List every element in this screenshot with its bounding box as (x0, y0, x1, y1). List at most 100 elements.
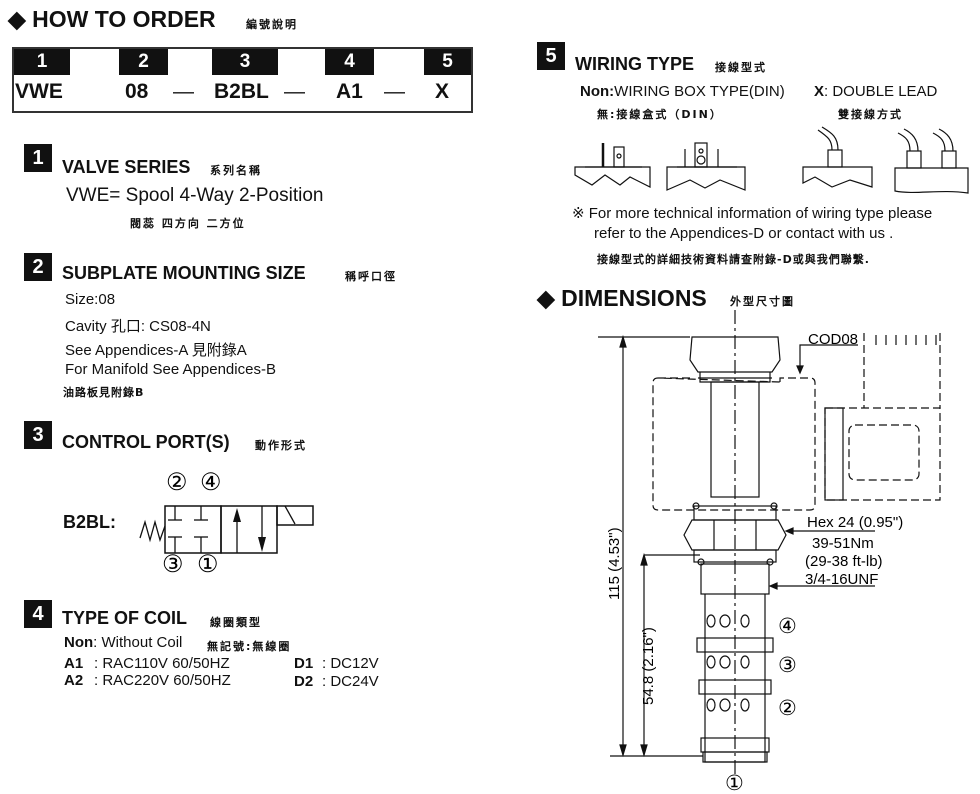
coil-spec: : DC12V (322, 655, 379, 672)
order-blank (374, 48, 424, 75)
torque-ftlb-label: (29-38 ft-lb) (805, 553, 883, 570)
coil-non-text: : Without Coil (93, 634, 183, 651)
subplate-title: SUBPLATE MOUNTING SIZE (62, 263, 306, 283)
order-col-1: 1 (13, 48, 70, 75)
port-label-2: ② (166, 469, 188, 496)
coil-a1: A1 : RAC110V 60/50HZ (64, 655, 230, 672)
wiring-x: X: DOUBLE LEAD (814, 83, 937, 100)
order-value-2: 08 (125, 80, 149, 103)
valve-position-open (220, 505, 278, 554)
coil-non: Non: Without Coil (64, 634, 182, 651)
order-value-5: X (435, 80, 450, 103)
order-value-4: A1 (336, 80, 363, 103)
subplate-manifold: For Manifold See Appendices-B (65, 361, 276, 378)
coil-spec: : RAC110V 60/50HZ (94, 655, 230, 672)
coil-a2: A2 : RAC220V 60/50HZ (64, 672, 231, 689)
section-badge: 4 (24, 600, 52, 628)
din-connector-1 (574, 143, 651, 188)
how-to-order-title-zh: 編號說明 (246, 18, 298, 31)
order-col-3: 3 (212, 48, 278, 75)
wiring-non: Non:WIRING BOX TYPE(DIN) (580, 83, 785, 100)
order-col-5: 5 (424, 48, 472, 75)
wiring-x-code: X (814, 83, 825, 100)
port-label-4: ④ (200, 469, 222, 496)
coil-code: A1 (64, 655, 84, 672)
subplate-title-zh: 稱呼口徑 (345, 270, 397, 283)
wiring-title: WIRING TYPE (575, 54, 695, 74)
dimension-drawing: COD08 Hex 24 (0.95") 39-51Nm (29-38 ft-l… (598, 310, 941, 794)
port-4-label: ④ (778, 615, 797, 638)
section-badge: 3 (24, 421, 52, 449)
double-lead-connector-2 (894, 128, 969, 194)
connector-pins (875, 335, 937, 345)
diamond-icon: ◆ (537, 285, 555, 311)
order-code-table: 1 2 3 4 5 (12, 47, 473, 113)
subplate-manifold-zh: 油路板見附錄B (63, 386, 145, 399)
din-connector-2 (666, 142, 746, 191)
wiring-note-line-1: ※ For more technical information of wiri… (572, 205, 933, 222)
order-values-row (13, 75, 472, 112)
coil-d1: D1 : DC12V (294, 655, 379, 672)
coil-spec: : RAC220V 60/50HZ (94, 672, 231, 689)
order-col-4: 4 (325, 48, 374, 75)
order-separator: — (173, 80, 194, 103)
wiring-title-zh: 接線型式 (715, 61, 767, 74)
coil-code: A2 (64, 672, 84, 689)
port-label-1: ① (197, 551, 219, 578)
coil-spec: : DC24V (322, 673, 379, 690)
diamond-icon: ◆ (8, 6, 26, 32)
coil-nut (689, 336, 781, 373)
solenoid-icon (276, 505, 314, 526)
valve-series-description: VWE= Spool 4-Way 2-Position (66, 185, 324, 206)
dimensions-heading: ◆ DIMENSIONS (537, 285, 707, 312)
how-to-order-title: HOW TO ORDER (32, 6, 216, 32)
coil-outline (652, 333, 941, 511)
valve-series-title-zh: 系列名稱 (210, 164, 262, 177)
valve-series-description-zh: 閥蕊 四方向 二方位 (130, 217, 246, 230)
order-value-1: VWE (15, 80, 63, 103)
port-label-3: ③ (162, 551, 184, 578)
wiring-non-zh: 無:接線盒式（DIN） (597, 108, 723, 121)
section-badge: 2 (24, 253, 52, 281)
valve-position-closed (164, 505, 222, 554)
armature-tube (710, 381, 760, 498)
port-3-label: ③ (778, 654, 797, 677)
subplate-appendix-a: See Appendices-A 見附錄A (65, 342, 247, 359)
double-lead-connector-1 (802, 126, 873, 188)
section-badge: 5 (537, 42, 565, 70)
spring-icon (139, 519, 166, 543)
coil-code: D2 (294, 673, 314, 690)
hex-label: Hex 24 (0.95") (807, 514, 903, 531)
section-badge: 1 (24, 144, 52, 172)
wiring-x-text: : DOUBLE LEAD (824, 83, 938, 100)
subplate-cavity: Cavity 孔口: CS08-4N (65, 318, 211, 335)
overall-length-label: 115 (4.53") (606, 527, 623, 600)
order-separator: — (284, 80, 305, 103)
thread-label: 3/4-16UNF (805, 571, 878, 588)
wiring-note-zh: 接線型式的詳細技術資料請查附錄-D或與我們聯繫. (597, 253, 870, 266)
coil-non-code: Non (64, 634, 94, 651)
dimensions-title-zh: 外型尺寸圖 (730, 295, 795, 308)
wiring-note-line-2: refer to the Appendices-D or contact wit… (594, 225, 894, 242)
port-1-label: ① (725, 772, 744, 794)
subplate-size: Size:08 (65, 291, 116, 308)
valve-series-title: VALVE SERIES (62, 157, 191, 177)
control-port-title-zh: 動作形式 (255, 439, 307, 452)
thread-section (700, 563, 770, 595)
order-separator: — (384, 80, 405, 103)
hex-nut (683, 519, 787, 551)
order-blank (70, 48, 119, 75)
order-blank (168, 48, 212, 75)
port-holes (706, 614, 750, 712)
coil-d2: D2 : DC24V (294, 673, 379, 690)
coil-label: COD08 (808, 331, 858, 348)
coil-non-zh: 無記號:無線圈 (207, 640, 292, 653)
how-to-order-heading: ◆ HOW TO ORDER (8, 6, 216, 33)
port-2-label: ② (778, 697, 797, 720)
dimensions-title: DIMENSIONS (561, 285, 707, 311)
coil-code: D1 (294, 655, 314, 672)
cartridge-length-label: 54.8 (2.16") (640, 627, 657, 705)
wiring-non-code: Non: (580, 83, 615, 100)
control-port-title: CONTROL PORT(S) (62, 432, 230, 452)
order-col-2: 2 (119, 48, 168, 75)
